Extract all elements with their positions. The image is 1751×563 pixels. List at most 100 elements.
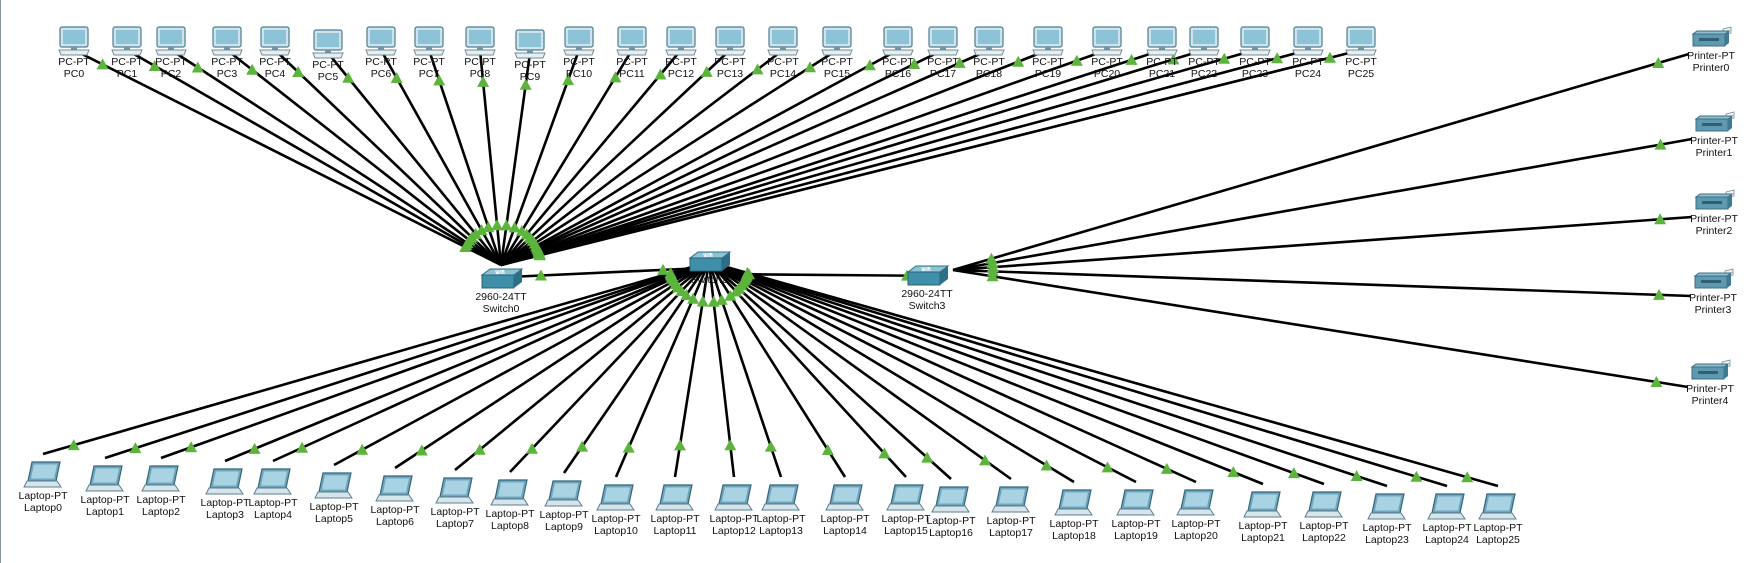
cable-laptop6[interactable] — [394, 260, 710, 470]
cable-pc24[interactable] — [500, 48, 1309, 267]
cable-laptop25[interactable] — [708, 260, 1499, 488]
cable-laptop20[interactable] — [708, 260, 1197, 484]
cable-pc21[interactable] — [500, 48, 1163, 267]
cable-pc4[interactable] — [274, 49, 502, 266]
cable-pc14[interactable] — [500, 48, 784, 267]
cable-laptop21[interactable] — [708, 260, 1264, 486]
cable-laptop22[interactable] — [708, 260, 1325, 486]
cable-printer1[interactable] — [952, 137, 1693, 272]
cable-pc19[interactable] — [500, 48, 1049, 267]
cable-pc22[interactable] — [500, 48, 1205, 267]
cable-laptop7[interactable] — [454, 260, 710, 472]
cable-laptop3[interactable] — [224, 260, 710, 463]
cable-pc16[interactable] — [500, 48, 899, 267]
cable-laptop0[interactable] — [42, 260, 710, 456]
cable-pc13[interactable] — [500, 49, 731, 266]
cable-laptop23[interactable] — [708, 260, 1388, 488]
cable-laptop17[interactable] — [708, 260, 1012, 481]
cable-pc18[interactable] — [500, 48, 990, 267]
cable-laptop4[interactable] — [272, 260, 710, 463]
cable-pc15[interactable] — [500, 48, 838, 267]
cable-pc2[interactable] — [170, 48, 502, 267]
cable-pc23[interactable] — [500, 48, 1256, 267]
cable-laptop15[interactable] — [708, 261, 907, 478]
cable-laptop18[interactable] — [708, 260, 1075, 484]
cable-printer3[interactable] — [952, 268, 1692, 298]
cable-pc17[interactable] — [500, 48, 944, 267]
cable-laptop24[interactable] — [708, 260, 1448, 488]
cable-printer0[interactable] — [952, 52, 1690, 272]
cable-pc25[interactable] — [500, 48, 1362, 267]
cable-laptop8[interactable] — [509, 261, 710, 473]
cable-pc20[interactable] — [500, 48, 1108, 267]
cable-pc3[interactable] — [226, 48, 502, 267]
cable-pc12[interactable] — [500, 49, 682, 266]
cable-printer2[interactable] — [952, 215, 1693, 272]
cable-printer4[interactable] — [952, 268, 1689, 389]
cable-pc5[interactable] — [326, 52, 503, 266]
cable-laptop1[interactable] — [104, 260, 710, 460]
cable-pc0[interactable] — [73, 48, 502, 267]
cable-laptop16[interactable] — [708, 261, 952, 480]
